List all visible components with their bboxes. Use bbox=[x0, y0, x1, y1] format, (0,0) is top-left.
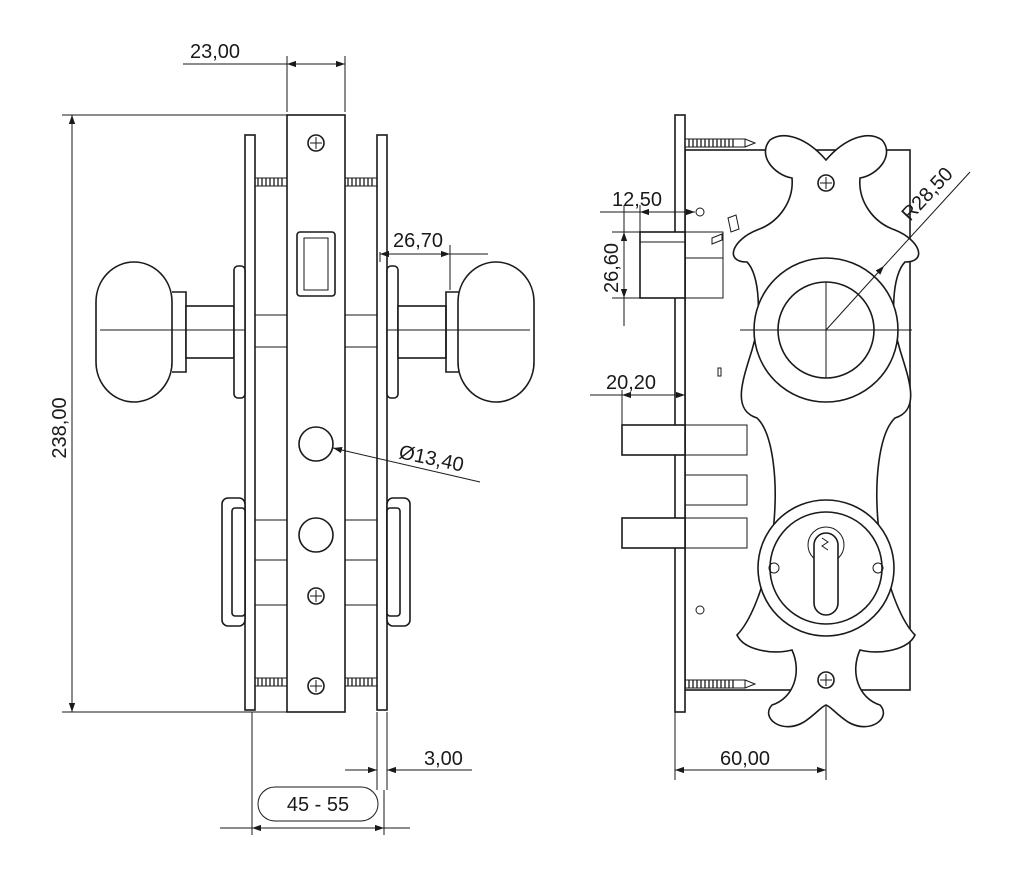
dimension-top-width: 23,00 bbox=[183, 41, 346, 112]
cylinder-rose bbox=[757, 499, 895, 637]
dimension-bolt-projection: 20,20 bbox=[590, 372, 685, 425]
dimension-height: 238,00 bbox=[49, 114, 287, 713]
dimension-plate-thickness: 3,00 bbox=[345, 712, 472, 790]
forend-plate bbox=[674, 114, 686, 713]
dimension-latch-height-label: 26,60 bbox=[601, 243, 623, 293]
internal-rivet-top bbox=[695, 207, 705, 217]
left-knob bbox=[95, 261, 246, 403]
lower-bolt-hole bbox=[298, 517, 334, 553]
dimension-hole-diameter-label: Ø13,40 bbox=[397, 441, 466, 476]
internal-detail bbox=[711, 233, 723, 245]
dimension-latch-height: 26,60 bbox=[601, 205, 640, 326]
cylinder-housing bbox=[221, 497, 411, 627]
dimension-knob-offset-label: 26,70 bbox=[393, 230, 443, 252]
dimension-latch-width: 12,50 bbox=[600, 189, 695, 232]
mounting-screw-bottom bbox=[684, 679, 757, 689]
side-view: 23,00 238,00 26,70 Ø13,40 3,00 bbox=[49, 41, 535, 835]
dimension-hole-diameter: Ø13,40 bbox=[332, 441, 481, 483]
right-side-plate bbox=[376, 134, 388, 711]
dimension-door-range-label: 45 - 55 bbox=[287, 794, 349, 816]
dimension-latch-width-label: 12,50 bbox=[612, 189, 662, 211]
front-view: 12,50 26,60 20,20 R28,50 bbox=[590, 114, 971, 780]
threaded-screw-left-bottom bbox=[254, 677, 288, 687]
internal-rivet bbox=[695, 605, 705, 615]
keyhole-icon bbox=[813, 532, 839, 616]
right-knob bbox=[386, 261, 535, 403]
escutcheon-screw-top bbox=[817, 174, 835, 192]
escutcheon-screw-bottom bbox=[817, 671, 835, 689]
dimension-backset-label: 60,00 bbox=[720, 748, 770, 770]
latch-bolt bbox=[639, 231, 724, 299]
faceplate-screw-top bbox=[307, 134, 325, 152]
threaded-screw-right-bottom bbox=[344, 677, 378, 687]
dimension-bolt-projection-label: 20,20 bbox=[606, 372, 656, 394]
right-spindle-block bbox=[344, 314, 378, 348]
dimension-door-range: 45 - 55 bbox=[220, 712, 410, 835]
threaded-screw-left-top bbox=[254, 177, 288, 187]
threaded-screw-right-top bbox=[344, 177, 378, 187]
dimension-height-label: 238,00 bbox=[49, 397, 71, 458]
faceplate-screw-middle bbox=[307, 587, 325, 605]
dead-bolts bbox=[621, 424, 748, 549]
faceplate-screw-bottom bbox=[307, 677, 325, 695]
dimension-backset: 60,00 bbox=[674, 705, 827, 780]
dimension-top-width-label: 23,00 bbox=[190, 41, 240, 63]
mounting-screw-top bbox=[684, 138, 757, 148]
latch-front bbox=[296, 231, 336, 297]
dimension-plate-thickness-label: 3,00 bbox=[424, 748, 463, 770]
internal-spring bbox=[727, 214, 740, 233]
internal-pin bbox=[717, 367, 722, 377]
dimension-knob-offset: 26,70 bbox=[379, 230, 488, 290]
left-spindle-block bbox=[254, 314, 288, 348]
faceplate bbox=[286, 114, 346, 713]
left-side-plate bbox=[244, 134, 256, 711]
upper-bolt-hole bbox=[298, 426, 334, 462]
